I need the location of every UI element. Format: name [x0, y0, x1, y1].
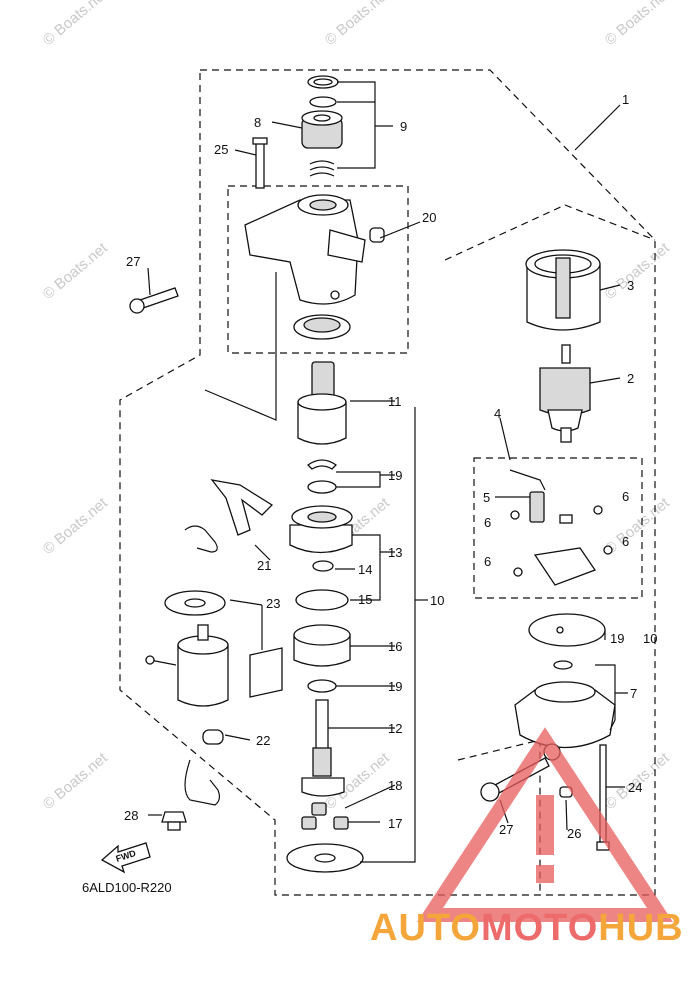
callout-label: 6: [484, 554, 491, 569]
drive-pinion-stack: [301, 75, 343, 177]
callout-label: 24: [628, 780, 642, 795]
diagram-code: 6ALD100-R220: [82, 880, 172, 895]
callouts: 1 2 3 4 5 6 6 6 6 7 8 9 10 10 11 12 13 1…: [124, 92, 657, 841]
watermark: © Boats.net: [40, 0, 112, 49]
brush-holder: [509, 469, 613, 586]
end-washer: [553, 660, 573, 670]
internal-gear-16: [293, 624, 351, 667]
callout-label: 12: [388, 721, 402, 736]
callout-label: 9: [400, 119, 407, 134]
washer-19-lower: [307, 679, 337, 693]
exclamation-dot: [536, 865, 554, 883]
circlip-and-washer: [306, 459, 338, 494]
forward-arrow: FWD: [100, 842, 151, 874]
brand-auto: AUTO: [370, 907, 481, 949]
lever-spring: [184, 525, 218, 553]
ring-15: [295, 589, 349, 611]
callout-label: 18: [388, 778, 402, 793]
callout-label: 1: [622, 92, 629, 107]
watermark: © Boats.net: [602, 0, 674, 49]
callout-label: 11: [388, 394, 402, 409]
long-bolt-25: [252, 137, 268, 189]
wiring-harness: [184, 759, 221, 806]
brand-moto: MOTO: [481, 907, 598, 949]
carrier-plate: [286, 843, 364, 873]
callout-label: 19: [610, 631, 624, 646]
overrunning-clutch: [297, 361, 347, 445]
watermark: © Boats.net: [40, 749, 112, 813]
watermark: © Boats.net: [322, 0, 394, 49]
watermark: © Boats.net: [40, 494, 112, 558]
callout-label: 19: [388, 468, 402, 483]
watermark: © Boats.net: [602, 239, 674, 303]
brand-hub: HUB: [598, 907, 683, 949]
callout-label: 3: [627, 278, 634, 293]
callout-label: 13: [388, 545, 402, 560]
callout-label: 2: [627, 371, 634, 386]
pinion-shaft: [301, 699, 345, 797]
callout-label: 25: [214, 142, 228, 157]
callout-label: 7: [630, 686, 637, 701]
callout-label: 5: [483, 490, 490, 505]
front-bracket: [244, 194, 385, 305]
callout-label: 23: [266, 596, 280, 611]
solenoid: [145, 624, 229, 745]
yoke: [525, 249, 601, 331]
callout-label: 15: [358, 592, 372, 607]
shift-lever: [210, 479, 274, 536]
front-bracket-group-box: [227, 185, 409, 354]
callout-label: 16: [388, 639, 402, 654]
end-plate: [528, 613, 606, 647]
callout-label: 6: [622, 534, 629, 549]
warning-triangle-icon: [417, 727, 673, 922]
terminal-nut: [161, 811, 187, 831]
callout-label: 4: [494, 406, 501, 421]
callout-label: 26: [567, 826, 581, 841]
callout-label: 10: [643, 631, 657, 646]
assembly-boundary: [119, 69, 656, 896]
callout-label: 6: [484, 515, 491, 530]
watermark: © Boats.net: [602, 494, 674, 558]
callout-label: 10: [430, 593, 444, 608]
front-bearing: [293, 314, 351, 340]
armature: [539, 344, 591, 443]
callout-label: 19: [388, 679, 402, 694]
watermark: © Boats.net: [40, 239, 112, 303]
callout-label: 6: [622, 489, 629, 504]
callout-label: 21: [257, 558, 271, 573]
gear-housing: [289, 505, 353, 554]
brand-logo: AUTOMOTOHUB: [370, 727, 684, 949]
callout-label: 20: [422, 210, 436, 225]
callout-label: 8: [254, 115, 261, 130]
planet-gears: [301, 802, 349, 830]
callout-label: 28: [124, 808, 138, 823]
callout-label: 14: [358, 562, 372, 577]
brush-holder-group-box: [473, 457, 643, 599]
small-washer-14: [312, 560, 334, 572]
callout-label: 22: [256, 733, 270, 748]
leader-lines: [147, 81, 628, 863]
solenoid-bracket: [249, 647, 283, 698]
solenoid-plate: [164, 590, 226, 616]
svg-text:AUTOMOTOHUB: AUTOMOTOHUB: [370, 907, 684, 949]
callout-label: 27: [499, 822, 513, 837]
callout-label: 17: [388, 816, 402, 831]
yoke-group-boundary: [444, 204, 656, 261]
callout-label: 27: [126, 254, 140, 269]
bolt-27-upper: [129, 287, 179, 314]
exclamation-bar: [536, 795, 554, 855]
